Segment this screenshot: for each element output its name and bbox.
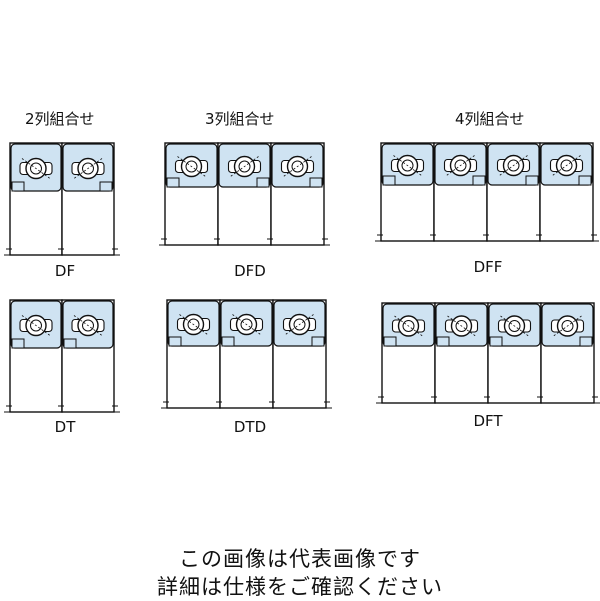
ball-inner: [240, 318, 253, 331]
bearing-1: [161, 142, 222, 246]
ball-inner: [561, 320, 574, 332]
contact-angle-line: [283, 156, 312, 177]
ball-inner: [30, 162, 42, 175]
shoulder-step: [383, 336, 397, 347]
bearing-1: [163, 299, 224, 409]
shoulder-step: [578, 175, 592, 186]
contact-angle-line: [73, 315, 103, 336]
contact-angle-line: [177, 156, 206, 177]
bearing-1: [6, 299, 66, 413]
bearing-2: [58, 142, 118, 256]
ball-inner: [402, 320, 415, 332]
representative-image-notice: この画像は代表画像です: [179, 547, 421, 571]
bearing-4: [537, 302, 598, 404]
bearing-1: [6, 142, 66, 256]
shoulder-step: [168, 336, 182, 347]
ball-inner: [82, 162, 94, 175]
bearing-1: [377, 142, 438, 242]
contact-angle-line: [73, 158, 103, 179]
ball-inner: [560, 159, 573, 172]
arrangement-df: [4, 142, 120, 256]
bearing-3: [484, 302, 545, 404]
arrangement-label-dff: DFF: [473, 258, 503, 276]
bearing-3: [267, 142, 328, 246]
shoulder-step: [166, 177, 180, 188]
ball-inner: [293, 318, 306, 331]
check-specifications-notice: 詳細は仕様をご確認ください: [157, 575, 443, 599]
bearing-2: [216, 299, 277, 409]
shoulder-step: [489, 336, 503, 347]
ball-inner: [454, 159, 467, 172]
contact-angle-line: [394, 315, 423, 337]
bearing-4: [536, 142, 597, 242]
contact-angle-line: [446, 155, 475, 176]
ball-inner: [185, 160, 198, 173]
ball-inner: [507, 159, 520, 172]
bearing-2: [214, 142, 275, 246]
shoulder-step: [472, 175, 486, 186]
shoulder-step: [256, 177, 270, 188]
shoulder-step: [63, 338, 77, 349]
bearing-3: [269, 299, 330, 409]
ball-inner: [30, 319, 42, 332]
shoulder-step: [99, 181, 113, 192]
contact-angle-line: [21, 158, 51, 179]
contact-angle-line: [447, 315, 476, 337]
ball-inner: [508, 320, 521, 332]
arrangement-label-dt: DT: [54, 418, 76, 436]
shoulder-step: [525, 175, 539, 186]
shoulder-step: [11, 181, 25, 192]
shoulder-step: [309, 177, 323, 188]
contact-angle-line: [179, 314, 208, 335]
contact-angle-line: [232, 314, 261, 335]
arrangement-dff: [375, 142, 599, 242]
group-title-2-row: 2列組合せ: [25, 110, 95, 128]
bearing-2: [431, 302, 492, 404]
arrangement-dfd: [159, 142, 330, 246]
shoulder-step: [221, 336, 235, 347]
contact-angle-line: [21, 315, 51, 336]
arrangement-dt: [4, 299, 120, 413]
ball-inner: [238, 160, 251, 173]
group-title-3-row: 3列組合せ: [205, 110, 275, 128]
ball-inner: [82, 319, 94, 332]
contact-angle-line: [500, 315, 529, 337]
bearing-1: [378, 302, 439, 404]
contact-angle-line: [285, 314, 314, 335]
bearing-2: [430, 142, 491, 242]
ball-inner: [291, 160, 304, 173]
contact-angle-line: [552, 155, 581, 176]
arrangement-label-dft: DFT: [473, 412, 503, 430]
contact-angle-line: [553, 315, 582, 337]
shoulder-step: [436, 336, 450, 347]
shoulder-step: [382, 175, 396, 186]
arrangement-label-dfd: DFD: [234, 262, 266, 280]
arrangement-dtd: [161, 299, 332, 409]
contact-angle-line: [230, 156, 259, 177]
group-title-4-row: 4列組合せ: [455, 110, 525, 128]
arrangement-label-df: DF: [54, 262, 76, 280]
bearing-2: [58, 299, 118, 413]
shoulder-step: [11, 338, 25, 349]
shoulder-step: [311, 336, 325, 347]
contact-angle-line: [499, 155, 528, 176]
arrangement-dft: [376, 302, 600, 404]
shoulder-step: [579, 336, 593, 347]
ball-inner: [401, 159, 414, 172]
arrangement-label-dtd: DTD: [233, 418, 267, 436]
ball-inner: [455, 320, 468, 332]
contact-angle-line: [393, 155, 422, 176]
ball-inner: [187, 318, 200, 331]
bearing-3: [483, 142, 544, 242]
